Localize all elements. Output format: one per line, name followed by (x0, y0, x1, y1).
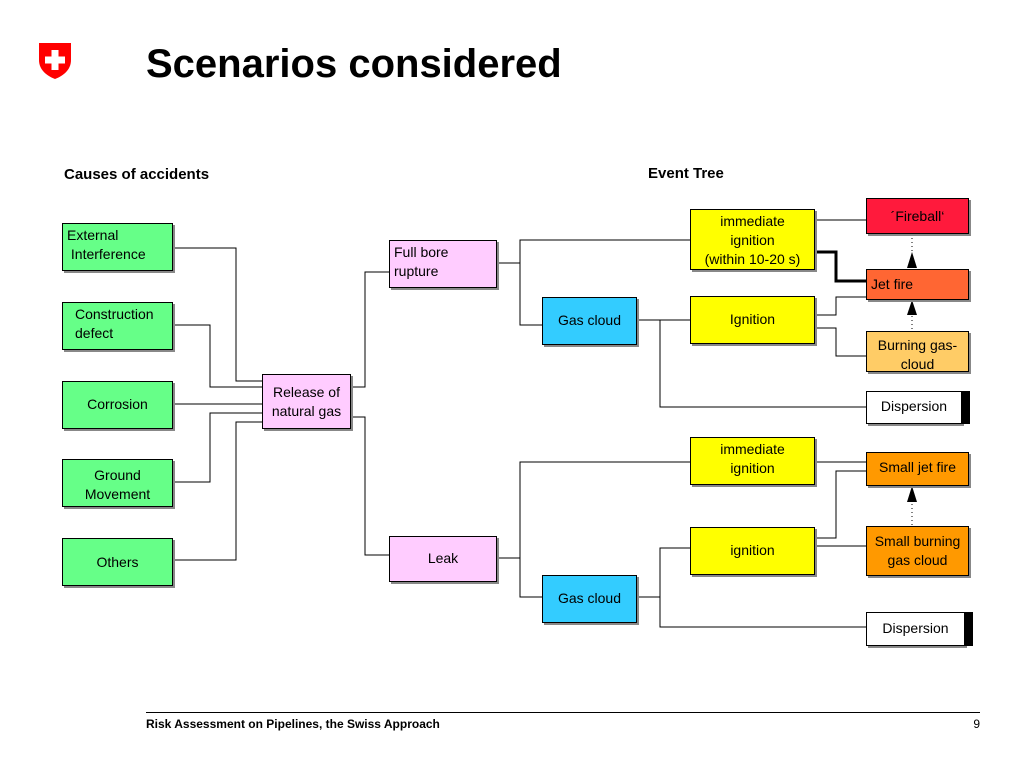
page-number: 9 (973, 717, 980, 731)
outcome-small-burning-gas-cloud: Small burning gas cloud (866, 526, 969, 576)
rupture-gas-cloud: Gas cloud (542, 297, 637, 345)
dispersion-end-bar (965, 612, 973, 646)
outcome-jet-fire: Jet fire (866, 269, 969, 300)
footer-divider (146, 712, 980, 713)
leak: Leak (389, 536, 497, 582)
cause-corrosion: Corrosion (62, 381, 173, 429)
event-tree-heading: Event Tree (648, 165, 724, 182)
full-bore-rupture: Full bore rupture (389, 240, 497, 288)
leak-ignition: ignition (690, 527, 815, 575)
rupture-ignition: Ignition (690, 296, 815, 344)
outcome-fireball: ´Fireball‘ (866, 198, 969, 234)
cause-external-interference: External Interference (62, 223, 173, 271)
cause-ground-movement: Ground Movement (62, 459, 173, 507)
page-title: Scenarios considered (146, 42, 562, 86)
cause-others: Others (62, 538, 173, 586)
outcome-burning-gas-cloud: Burning gas- cloud (866, 331, 969, 372)
causes-heading: Causes of accidents (64, 166, 210, 183)
cause-construction-defect: Construction defect (62, 302, 173, 350)
rupture-immediate-ignition: immediate ignition (within 10-20 s) (690, 209, 815, 270)
release-natural-gas: Release of natural gas (262, 374, 351, 429)
dispersion-end-bar (962, 391, 970, 424)
outcome-dispersion-rupture: Dispersion (866, 391, 962, 424)
outcome-small-jet-fire: Small jet fire (866, 452, 969, 486)
leak-immediate-ignition: immediate ignition (690, 437, 815, 485)
outcome-dispersion-leak: Dispersion (866, 612, 965, 646)
leak-gas-cloud: Gas cloud (542, 575, 637, 623)
swiss-cross-shield-icon (39, 43, 71, 79)
footer-title: Risk Assessment on Pipelines, the Swiss … (146, 717, 440, 731)
